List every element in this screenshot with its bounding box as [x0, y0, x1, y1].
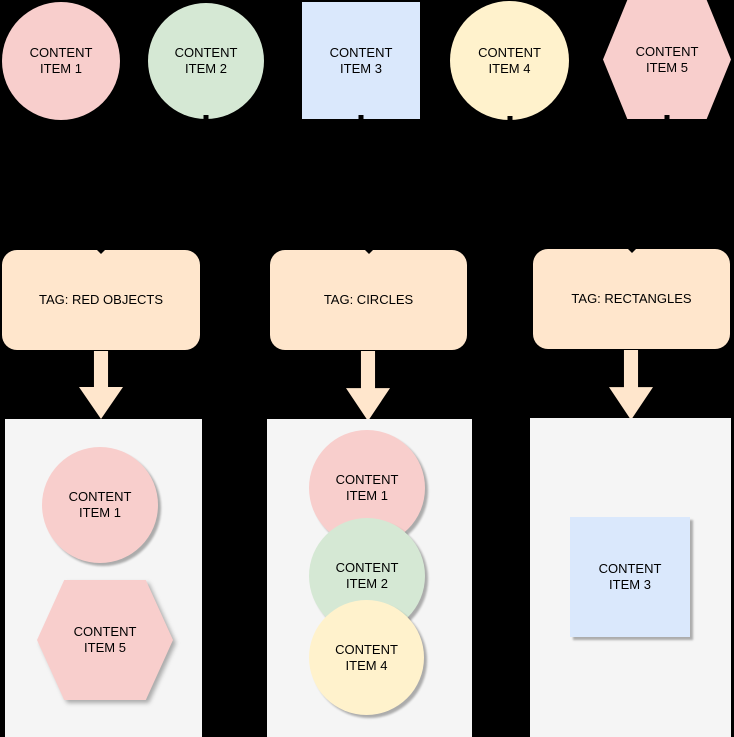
content-item-5-label: CONTENT ITEM 5	[635, 43, 699, 75]
content-item-3-label: CONTENT ITEM 3	[329, 44, 393, 76]
grouped-content-item-4: CONTENT ITEM 4	[309, 600, 424, 715]
down-arrow-icon	[609, 350, 653, 420]
connector-stub	[664, 115, 670, 119]
grouped-item-label: CONTENT ITEM 4	[335, 641, 398, 673]
hexagon-shape: CONTENT ITEM 5	[37, 580, 173, 700]
grouped-content-item-5: CONTENT ITEM 5	[37, 580, 173, 700]
grouped-item-label: CONTENT ITEM 1	[68, 489, 132, 520]
grouped-content-item-1: CONTENT ITEM 1	[42, 447, 158, 563]
tag-red-objects: TAG: RED OBJECTS	[2, 249, 200, 350]
content-item-5-node: CONTENT ITEM 5	[603, 0, 731, 119]
grouped-content-item-3: CONTENT ITEM 3	[570, 517, 690, 637]
grouped-item-label: CONTENT ITEM 3	[598, 561, 662, 592]
grouped-item-label: CONTENT ITEM 2	[335, 560, 399, 591]
hexagon-shape: CONTENT ITEM 5	[603, 0, 731, 119]
content-item-3-node: CONTENT ITEM 3	[302, 2, 420, 119]
connector-stub	[203, 115, 209, 119]
grouped-item-label: CONTENT ITEM 5	[73, 624, 137, 655]
content-item-2-label: CONTENT ITEM 2	[174, 45, 238, 76]
down-arrow-icon	[79, 351, 123, 419]
content-item-1-label: CONTENT ITEM 1	[29, 45, 93, 76]
tag-circles: TAG: CIRCLES	[270, 249, 467, 350]
content-item-2-node: CONTENT ITEM 2	[148, 3, 264, 119]
content-item-1-node: CONTENT ITEM 1	[2, 2, 120, 120]
tag-rectangles: TAG: RECTANGLES	[533, 248, 730, 349]
tag-rectangles-label: TAG: RECTANGLES	[571, 291, 692, 307]
tag-red-objects-label: TAG: RED OBJECTS	[39, 292, 163, 308]
connector-arrowhead-icon	[363, 249, 374, 254]
grouped-item-label: CONTENT ITEM 1	[335, 472, 399, 503]
connector-arrowhead-icon	[626, 248, 637, 253]
connector-stub	[507, 116, 512, 120]
connector-stub	[358, 115, 364, 119]
grouped-content-item-1: CONTENT ITEM 1	[309, 430, 425, 546]
connector-arrowhead-icon	[96, 249, 106, 254]
content-item-4-node: CONTENT ITEM 4	[450, 1, 569, 120]
tag-circles-label: TAG: CIRCLES	[323, 292, 414, 308]
content-item-4-label: CONTENT ITEM 4	[478, 44, 541, 76]
down-arrow-icon	[346, 351, 390, 421]
